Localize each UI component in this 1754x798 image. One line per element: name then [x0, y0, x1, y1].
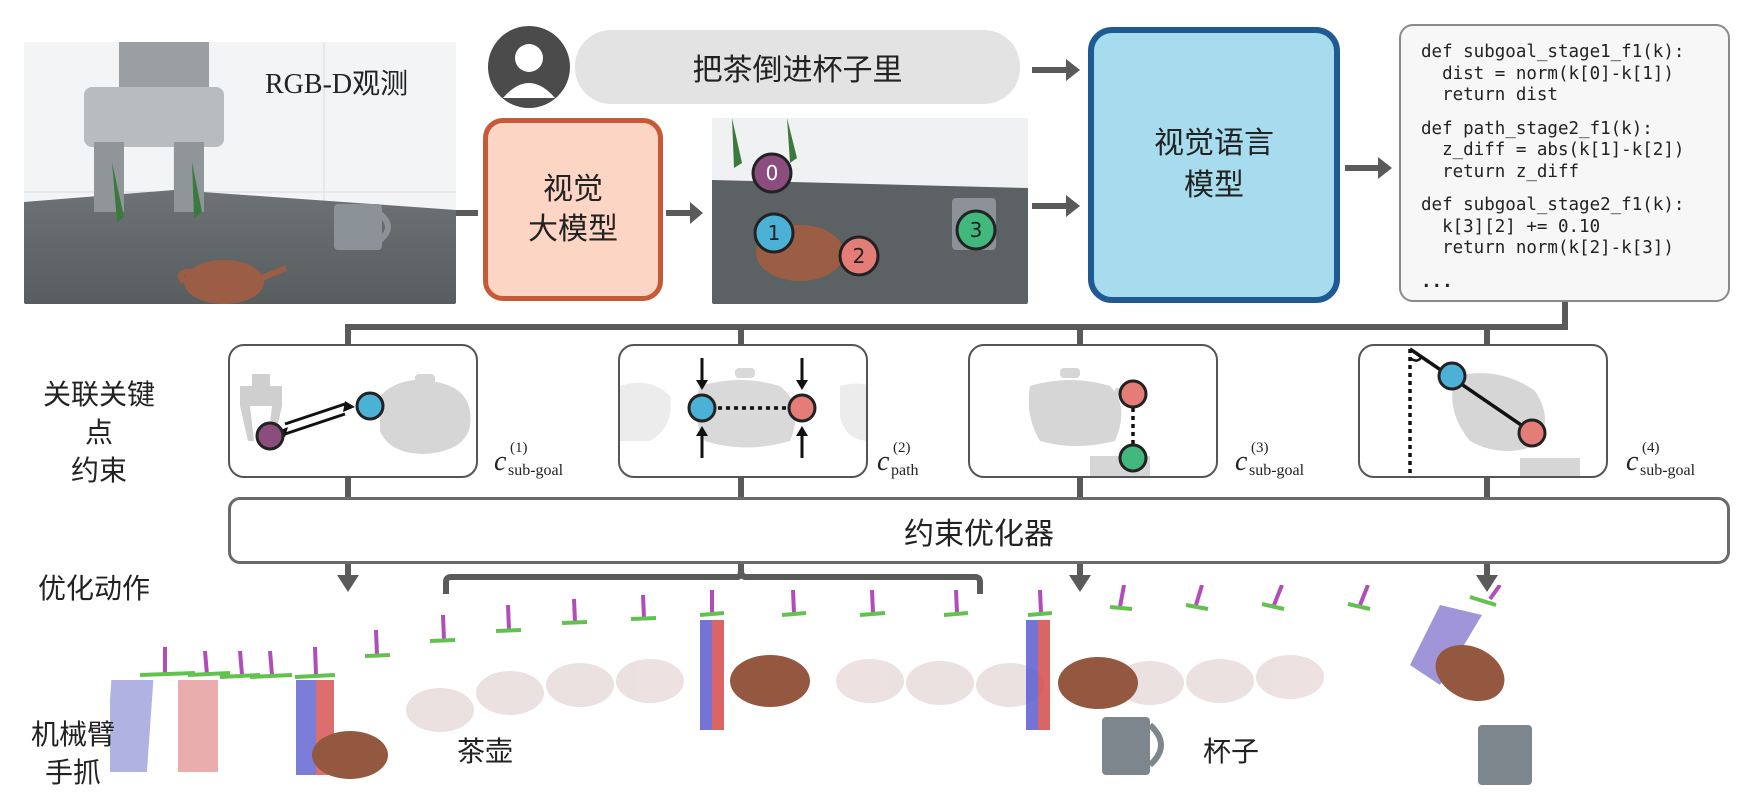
constraint-1-sup: (1)	[510, 440, 528, 456]
constraint-code-box: def subgoal_stage1_f1(k): dist = norm(k[…	[1399, 24, 1730, 302]
vlm-line2: 模型	[1184, 168, 1244, 203]
code-line: def subgoal_stage1_f1(k):	[1421, 42, 1685, 62]
vision-model-box: 视觉 大模型	[483, 118, 663, 301]
constraint-2-sup: (2)	[893, 440, 911, 456]
rgbd-label: RGB-D观测	[265, 69, 409, 100]
vision-model-line1: 视觉	[543, 171, 603, 207]
constraint-box-3	[968, 344, 1218, 478]
constraint-box-4	[1358, 344, 1608, 478]
path-bracket	[443, 564, 983, 594]
constraint-2-sub: path	[891, 462, 919, 479]
code-block-1: def subgoal_stage1_f1(k): dist = norm(k[…	[1421, 42, 1728, 107]
code-block-3: def subgoal_stage2_f1(k): k[3][2] += 0.1…	[1421, 195, 1728, 260]
constraint-3-sub: sub-goal	[1249, 462, 1305, 479]
constraint-box-2	[618, 344, 868, 478]
bus-top	[345, 302, 1568, 344]
constraint-4-sup: (4)	[1642, 440, 1660, 456]
gripper-label: 机械臂 手抓	[30, 718, 115, 789]
constraint-optimizer-box: 约束优化器	[228, 497, 1730, 564]
user-avatar-icon	[488, 26, 570, 108]
code-block-2: def path_stage2_f1(k): z_diff = abs(k[1]…	[1421, 119, 1728, 184]
instruction-text: 把茶倒进杯子里	[575, 30, 1020, 104]
code-line: def path_stage2_f1(k):	[1421, 118, 1653, 139]
constraints-label: 关联关键点 约束	[42, 378, 155, 487]
keypoint-1: 1	[753, 212, 795, 254]
arrowhead-2	[1066, 59, 1080, 81]
vlm-line1: 视觉语言	[1154, 126, 1274, 161]
constraint-3-sup: (3)	[1251, 440, 1269, 456]
constraint-box-1	[228, 344, 478, 478]
svg-text:0: 0	[766, 161, 779, 185]
arrowhead-4	[1378, 157, 1392, 179]
arrowhead-3	[1066, 195, 1080, 217]
code-line: def subgoal_stage2_f1(k):	[1421, 195, 1685, 215]
constraint-3-symbol: c	[1235, 446, 1248, 477]
constraint-1-symbol: c	[494, 446, 507, 477]
code-line: k[3][2] += 0.10	[1421, 216, 1601, 237]
trajectory-visualization	[110, 585, 1532, 785]
optimizer-label: 约束优化器	[904, 516, 1054, 552]
code-line: return norm(k[2]-k[3])	[1421, 238, 1674, 258]
optimized-action-label: 优化动作	[38, 572, 151, 605]
keypoint-3: 3	[955, 209, 997, 251]
code-line: return z_diff	[1421, 161, 1580, 182]
vlm-box: 视觉语言 模型	[1088, 27, 1340, 303]
constraint-4-symbol: c	[1626, 446, 1639, 477]
code-line: z_diff = abs(k[1]-k[2])	[1421, 140, 1685, 160]
svg-text:1: 1	[768, 221, 781, 245]
keypoint-2: 2	[838, 235, 880, 277]
keypoint-markers: 0 1 2 3	[751, 152, 997, 277]
constraint-4-sub: sub-goal	[1640, 462, 1696, 479]
constraint-2-symbol: c	[877, 446, 890, 477]
code-line: return dist	[1421, 85, 1558, 105]
teapot-label: 茶壶	[457, 735, 514, 768]
arrowhead-1	[690, 202, 703, 224]
svg-text:2: 2	[853, 244, 866, 268]
code-line: dist = norm(k[0]-k[1])	[1421, 63, 1674, 84]
svg-text:3: 3	[970, 218, 983, 242]
rgbd-observation-image	[24, 42, 456, 304]
cup-label: 杯子	[1203, 735, 1260, 768]
keypoint-0: 0	[751, 152, 793, 194]
constraint-1-sub: sub-goal	[508, 462, 564, 479]
code-ellipsis: ...	[1421, 271, 1453, 292]
vision-model-line2: 大模型	[528, 211, 618, 247]
